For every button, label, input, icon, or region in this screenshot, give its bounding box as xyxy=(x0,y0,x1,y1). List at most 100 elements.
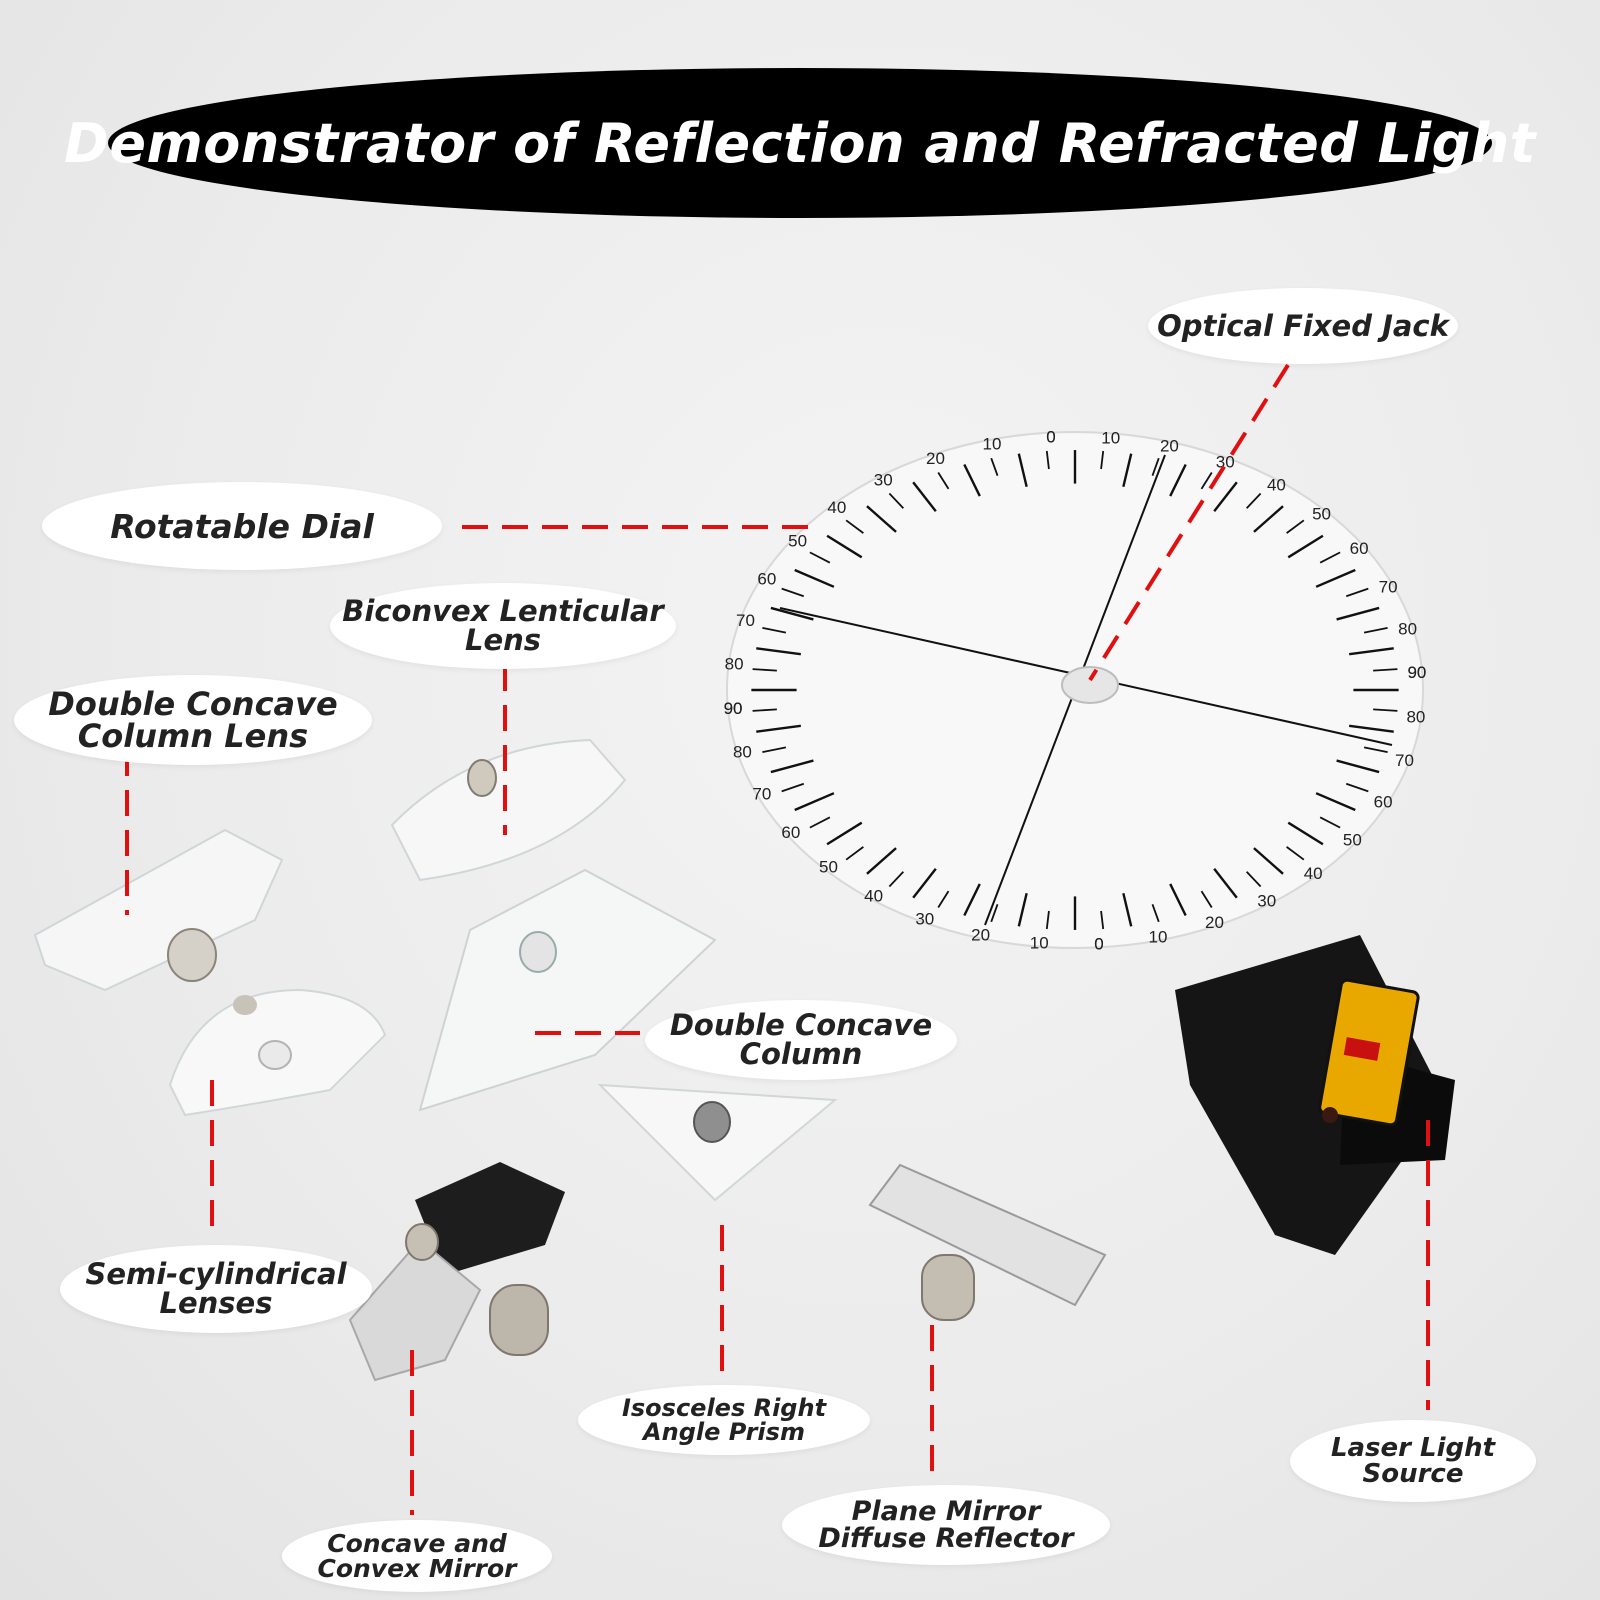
dial-tick xyxy=(809,816,831,829)
dial-number: 70 xyxy=(752,784,771,803)
dial-number: 50 xyxy=(819,858,838,877)
label-plane-mirror-diffuse-reflector: Plane Mirror Diffuse Reflector xyxy=(782,1485,1110,1565)
dial-number: 10 xyxy=(1030,934,1049,953)
dial-tick xyxy=(1349,647,1394,656)
label-double-concave-column: Double Concave Column xyxy=(645,1000,957,1080)
dial-tick xyxy=(1373,668,1398,672)
dial-tick xyxy=(1363,627,1388,634)
dial-tick xyxy=(888,492,904,509)
page-title: Demonstrator of Reflection and Refracted… xyxy=(64,111,1536,175)
dial-number: 30 xyxy=(1257,892,1276,911)
dial-number: 40 xyxy=(864,887,883,906)
double-concave-column-lens-part xyxy=(33,828,284,992)
dial-number: 40 xyxy=(1267,475,1286,494)
dial-number: 60 xyxy=(781,823,800,842)
label-biconvex-lens: Biconvex Lenticular Lens xyxy=(330,583,676,669)
dial-number: 80 xyxy=(1406,708,1425,727)
dial-tick xyxy=(1169,464,1187,497)
label-isosceles-prism: Isosceles Right Angle Prism xyxy=(578,1385,870,1455)
dial-tick xyxy=(762,627,787,634)
dial-number: 90 xyxy=(724,699,743,718)
dial-tick xyxy=(1122,453,1133,488)
dial-tick xyxy=(912,481,937,512)
dial-tick xyxy=(826,821,863,846)
dial-tick xyxy=(912,868,937,899)
dial-tick xyxy=(1345,587,1369,598)
dial-tick xyxy=(1373,708,1398,712)
dial-tick xyxy=(990,457,999,476)
dial-number: 70 xyxy=(1395,751,1414,770)
dial-tick xyxy=(888,871,904,888)
plane-mirror-part xyxy=(868,1163,1107,1321)
dial-tick xyxy=(752,668,777,672)
laser-light-source-body xyxy=(1175,935,1455,1255)
dial-tick xyxy=(1315,568,1356,588)
dial-tick xyxy=(1336,759,1380,774)
dial-tick xyxy=(866,847,897,875)
dial-tick xyxy=(1253,847,1284,875)
dial-tick xyxy=(937,890,950,908)
dial-tick xyxy=(1200,472,1213,490)
dial-tick xyxy=(1319,551,1341,564)
dial-number: 50 xyxy=(788,532,807,551)
dial-tick xyxy=(1122,892,1133,927)
dial-tick xyxy=(1151,457,1160,476)
dial-tick xyxy=(826,534,863,559)
dial-tick xyxy=(1336,606,1380,621)
dial-tick xyxy=(1315,792,1356,812)
dial-number: 40 xyxy=(827,498,846,517)
dial-number: 90 xyxy=(1407,663,1426,682)
label-rotatable-dial: Rotatable Dial xyxy=(42,482,442,570)
leader-optical-fixed-jack xyxy=(1088,363,1290,682)
dial-number: 70 xyxy=(1379,578,1398,597)
dial-tick xyxy=(1100,910,1105,930)
biconvex-lens-part xyxy=(390,738,627,882)
dial-number: 90 xyxy=(724,699,743,718)
dial-number: 80 xyxy=(733,743,752,762)
dial-tick xyxy=(866,505,897,533)
dial-tick xyxy=(809,551,831,564)
label-double-concave-column-lens: Double Concave Column Lens xyxy=(14,675,372,765)
leader-lines xyxy=(125,363,1430,1515)
dial-number: 60 xyxy=(1374,792,1393,811)
semi-cylindrical-lens-part xyxy=(168,988,387,1117)
dial-tick xyxy=(845,519,864,534)
dial-tick xyxy=(1100,450,1105,470)
dial-number: 80 xyxy=(1398,619,1417,638)
dial-tick xyxy=(1200,890,1213,908)
dial-tick xyxy=(770,606,814,621)
dial-tick-marks xyxy=(751,450,1399,930)
dial-tick xyxy=(1363,746,1388,753)
dial-tick xyxy=(1287,821,1324,846)
dial-number: 20 xyxy=(1160,437,1179,456)
dial-number: 30 xyxy=(1216,453,1235,472)
dial-number: 20 xyxy=(1205,913,1224,932)
dial-number: 90 xyxy=(1407,663,1426,682)
dial-tick xyxy=(1287,534,1324,559)
dial-tick xyxy=(770,759,814,774)
dial-tick xyxy=(781,587,805,598)
dial-tick xyxy=(1286,519,1305,534)
dial-tick xyxy=(1253,505,1284,533)
dial-number: 70 xyxy=(736,611,755,630)
dial-number: 0 xyxy=(1094,935,1103,954)
dial-tick xyxy=(1349,724,1394,733)
dial-tick xyxy=(845,846,864,861)
dial-number: 10 xyxy=(983,434,1002,453)
dial-number: 10 xyxy=(1149,928,1168,947)
dial-tick xyxy=(752,708,777,712)
dial-tick xyxy=(937,472,950,490)
dial-number: 20 xyxy=(971,925,990,944)
dial-tick xyxy=(1345,782,1369,793)
dial-number: 40 xyxy=(1304,864,1323,883)
dial-tick xyxy=(1017,892,1028,927)
concave-convex-mirror-part xyxy=(348,1162,565,1382)
dial-number: 30 xyxy=(915,909,934,928)
dial-tick xyxy=(762,746,787,753)
dial-number: 0 xyxy=(1046,427,1055,446)
dial-number: 50 xyxy=(1343,830,1362,849)
title-banner: Demonstrator of Reflection and Refracted… xyxy=(64,68,1536,218)
label-laser-light-source: Laser Light Source xyxy=(1290,1420,1536,1502)
